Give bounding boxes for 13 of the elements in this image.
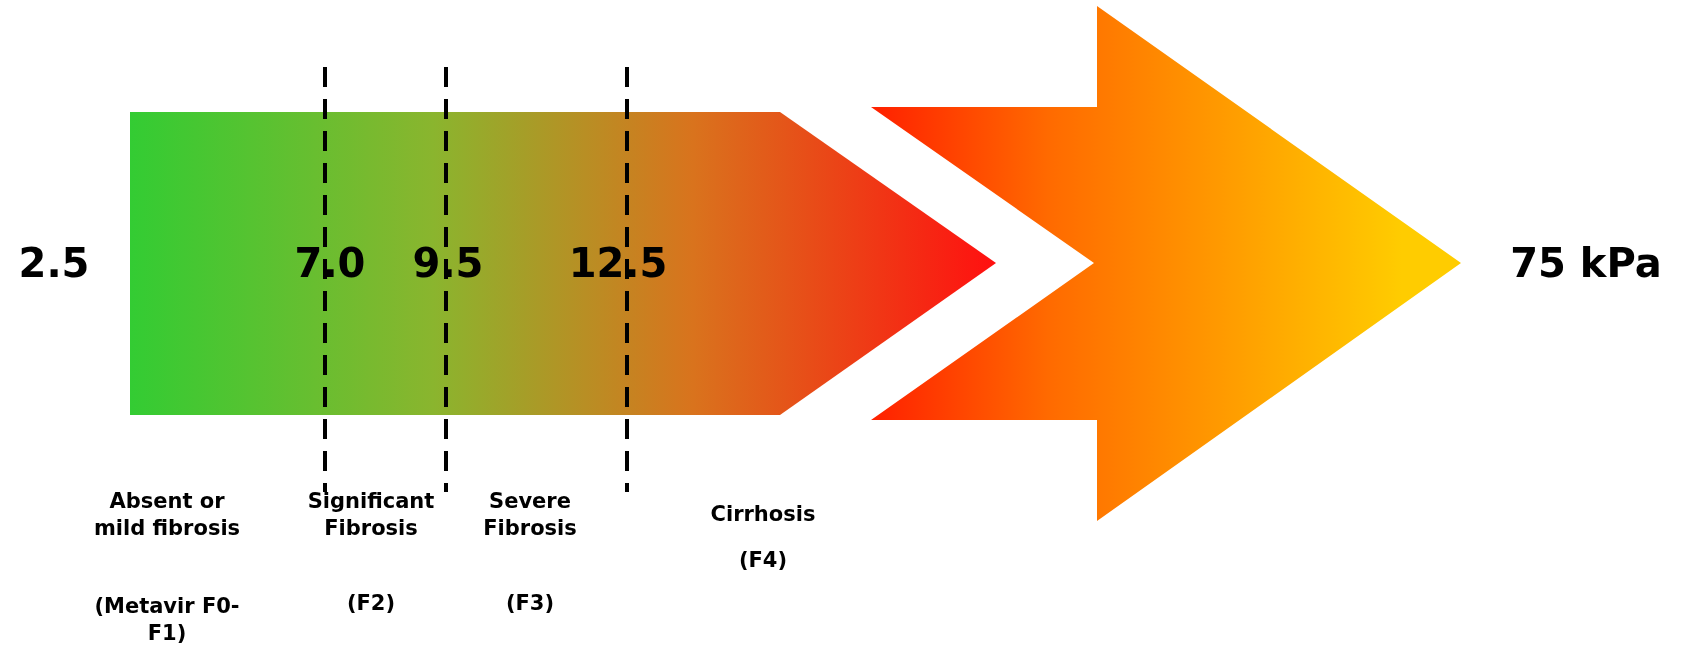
scale-value: 9.5 [412, 243, 484, 283]
stage-label: (F3) [504, 589, 556, 617]
stage-label: (F2) [345, 589, 397, 617]
stage-label: (F4) [737, 546, 789, 574]
stage-label: Absent or mild fibrosis [92, 488, 242, 542]
scale-value: 12.5 [568, 243, 668, 283]
stage-label: Severe Fibrosis [482, 488, 578, 542]
stage-label: Cirrhosis [709, 500, 817, 528]
scale-value: 7.0 [294, 243, 366, 283]
stage-label: Significant Fibrosis [306, 488, 436, 542]
stage-label: (Metavir F0-F1) [93, 593, 241, 647]
scale-value: 2.5 [18, 243, 90, 283]
scale-value: 75 kPa [1510, 243, 1662, 283]
